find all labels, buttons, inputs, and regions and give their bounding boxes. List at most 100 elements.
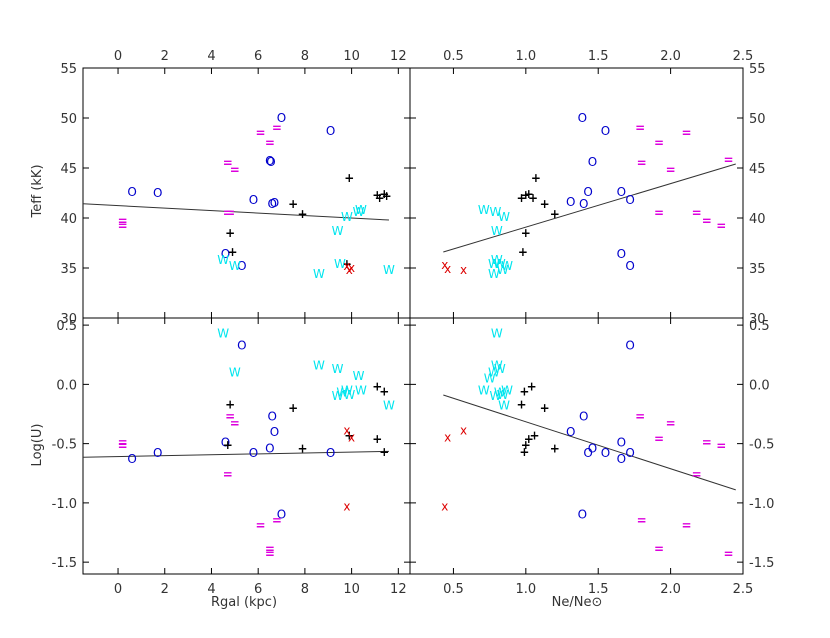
plus-marker: +	[528, 191, 538, 205]
y-label-teff: Teff (kK)	[30, 164, 45, 218]
y-tick-label-left: 50	[60, 112, 77, 127]
x-tick-label-bottom: 12	[390, 582, 407, 597]
plus-marker: +	[516, 398, 526, 412]
plus-marker: +	[225, 398, 235, 412]
w-star-marker: W	[341, 210, 353, 224]
y-tick-label-right: 40	[749, 212, 766, 227]
x-tick-label-bottom: 2.0	[660, 582, 681, 597]
o-star-marker: O	[265, 441, 274, 455]
plus-marker: +	[379, 187, 389, 201]
equals-marker: =	[692, 467, 702, 481]
plus-marker: +	[342, 257, 352, 271]
equals-marker: =	[716, 219, 726, 233]
w-star-marker: W	[313, 358, 325, 372]
w-star-marker: W	[217, 326, 229, 340]
plus-marker: +	[344, 171, 354, 185]
x-marker: x	[343, 424, 350, 438]
equals-marker: =	[230, 163, 240, 177]
w-star-marker: W	[353, 369, 365, 383]
plus-marker: +	[518, 245, 528, 259]
plus-marker: +	[527, 380, 537, 394]
o-star-marker: O	[153, 186, 162, 200]
w-star-marker: W	[494, 386, 506, 400]
o-star-marker: O	[625, 193, 634, 207]
plus-marker: +	[298, 207, 308, 221]
o-star-marker: O	[583, 446, 592, 460]
plus-marker: +	[550, 441, 560, 455]
plus-marker: +	[519, 384, 529, 398]
equals-marker: =	[654, 206, 664, 220]
equals-marker: =	[255, 518, 265, 532]
o-star-marker: O	[579, 197, 588, 211]
o-star-marker: O	[249, 193, 258, 207]
o-star-marker: O	[326, 124, 335, 138]
w-star-marker: W	[332, 362, 344, 376]
equals-marker: =	[637, 514, 647, 528]
x-tick-label-top: 8	[301, 49, 309, 64]
equals-marker: =	[223, 467, 233, 481]
equals-marker: =	[225, 206, 235, 220]
x-tick-label-top: 2	[161, 49, 169, 64]
y-tick-label-left: 55	[60, 62, 77, 77]
w-star-marker: W	[355, 383, 367, 397]
equals-marker: =	[255, 126, 265, 140]
o-star-marker: O	[249, 446, 258, 460]
equals-marker: =	[223, 206, 233, 220]
o-star-marker: O	[617, 247, 626, 261]
x-tick-label-top: 2.5	[733, 49, 754, 64]
y-tick-label-left: 40	[60, 212, 77, 227]
plus-marker: +	[379, 384, 389, 398]
y-tick-label-left: -1.5	[52, 556, 77, 571]
x-marker: x	[444, 431, 451, 445]
x-tick-label-bottom: 0.5	[443, 582, 464, 597]
x-tick-label-top: 1.5	[588, 49, 609, 64]
plus-marker: +	[540, 401, 550, 415]
w-star-marker: W	[383, 263, 395, 277]
fit-line-ne-teff	[443, 163, 736, 253]
plus-marker: +	[521, 226, 531, 240]
tick-labels: 0022446688101012120.50.51.01.01.51.52.02…	[52, 49, 775, 597]
x-tick-label-bottom: 8	[301, 582, 309, 597]
fit-line-ne-logu	[443, 394, 736, 491]
x-tick-label-top: 0.5	[443, 49, 464, 64]
x-marker: x	[343, 499, 350, 513]
y-tick-label-right: 0.5	[749, 319, 770, 334]
o-star-marker: O	[221, 247, 230, 261]
w-star-marker: W	[497, 263, 509, 277]
equals-marker: =	[702, 214, 712, 228]
w-star-marker: W	[491, 253, 503, 267]
plus-marker: +	[519, 445, 529, 459]
w-star-marker: W	[332, 389, 344, 403]
y-tick-label-left: 0.5	[56, 319, 77, 334]
equals-marker: =	[265, 542, 275, 556]
o-star-marker: O	[588, 441, 597, 455]
w-star-marker: W	[229, 366, 241, 380]
equals-marker: =	[635, 121, 645, 135]
fit-lines	[82, 163, 736, 491]
w-star-marker: W	[491, 224, 503, 238]
o-star-marker: O	[265, 154, 274, 168]
x-marker: x	[460, 263, 467, 277]
o-star-marker: O	[601, 124, 610, 138]
o-star-marker: O	[617, 452, 626, 466]
o-star-marker: O	[266, 155, 275, 169]
plus-marker: +	[375, 191, 385, 205]
o-star-marker: O	[625, 259, 634, 273]
x-marker: x	[460, 424, 467, 438]
w-star-marker: W	[498, 210, 510, 224]
o-star-marker: O	[277, 508, 286, 522]
x-marker: x	[343, 259, 350, 273]
x-tick-label-bottom: 4	[207, 582, 215, 597]
o-star-marker: O	[617, 435, 626, 449]
equals-marker: =	[118, 439, 128, 453]
y-tick-label-left: -1.0	[52, 497, 77, 512]
w-star-marker: W	[501, 259, 513, 273]
x-tick-label-bottom: 2	[161, 582, 169, 597]
o-star-marker: O	[221, 435, 230, 449]
w-star-marker: W	[489, 205, 501, 219]
o-star-marker: O	[578, 111, 587, 125]
w-star-marker: W	[332, 224, 344, 238]
w-star-marker: W	[488, 257, 500, 271]
plus-marker: +	[540, 197, 550, 211]
